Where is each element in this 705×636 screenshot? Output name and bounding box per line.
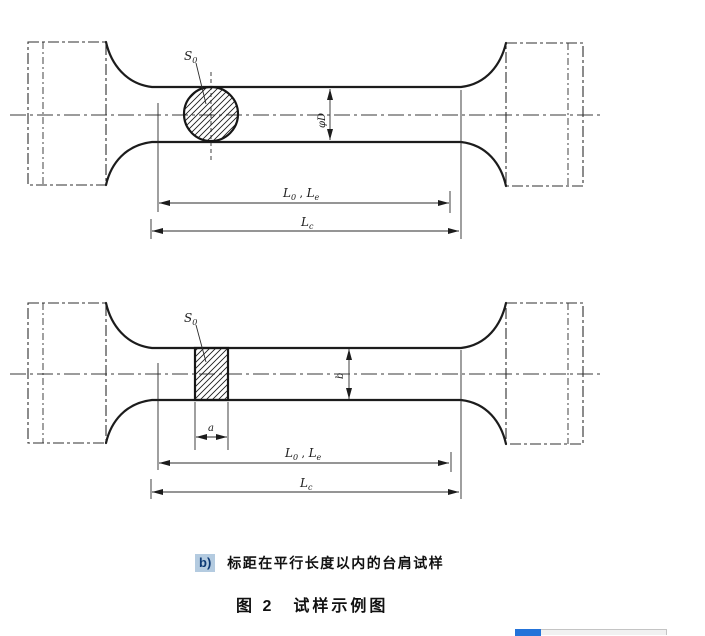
upper-area-leader-line xyxy=(195,62,207,105)
lower-left-grip-head xyxy=(27,302,107,444)
cutoff-ui-fragment xyxy=(515,629,667,636)
upper-cross-section-circle xyxy=(182,85,240,143)
lower-right-grip-head xyxy=(505,302,584,445)
caption-item-row: b) 标距在平行长度以内的台肩试样 xyxy=(195,554,444,572)
diameter-label: φD xyxy=(317,113,328,128)
upper-parallel-dimension-label: Lc xyxy=(300,215,314,231)
upper-left-grip-head xyxy=(27,41,107,186)
lower-specimen-top-outline xyxy=(104,301,508,350)
upper-gauge-dimension-label: L0 , Le xyxy=(282,186,320,202)
upper-specimen-bottom-outline xyxy=(104,140,508,188)
lower-area-label: S0 xyxy=(184,311,197,327)
cutoff-toolbar-edge xyxy=(541,629,667,635)
caption-item-text: 标距在平行长度以内的台肩试样 xyxy=(227,555,445,571)
upper-right-grip-head xyxy=(505,42,584,187)
upper-specimen-top-outline xyxy=(104,40,508,89)
lower-specimen-bottom-outline xyxy=(104,398,508,446)
lower-parallel-dimension-label: Lc xyxy=(299,476,313,492)
lower-cross-section-rect xyxy=(193,346,230,402)
width-label: b xyxy=(335,373,346,379)
lower-area-leader-line xyxy=(195,324,207,363)
upper-specimen: S0 φD L0 , Le Lc xyxy=(10,40,602,239)
thickness-label: a xyxy=(208,423,214,434)
figure-caption: 图 2 试样示例图 xyxy=(236,598,389,615)
lower-gauge-dimension-label: L0 , Le xyxy=(284,446,322,462)
caption-item-marker: b) xyxy=(195,554,216,572)
lower-specimen: S0 a b L0 , Le Lc xyxy=(10,301,603,499)
cutoff-blue-button[interactable] xyxy=(515,629,541,636)
upper-area-label: S0 xyxy=(184,49,197,65)
